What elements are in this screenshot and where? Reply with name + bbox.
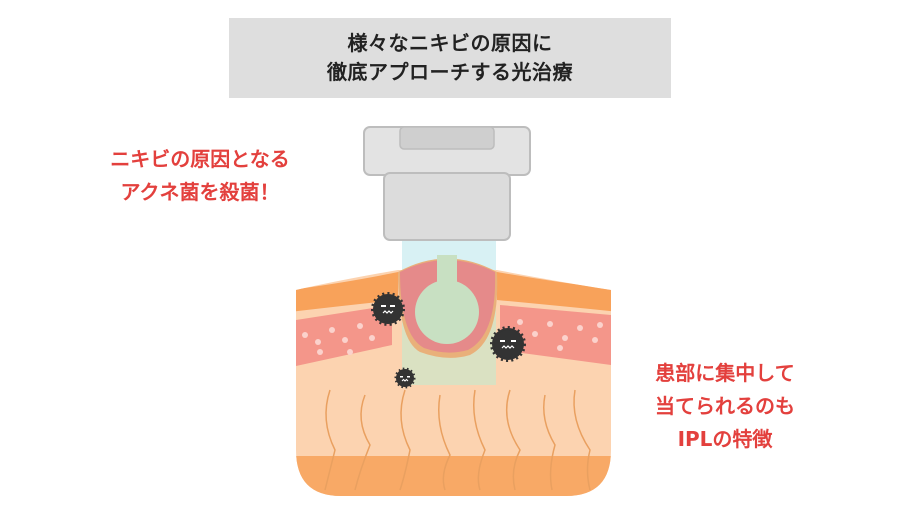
ipl-handpiece — [363, 126, 531, 241]
dermis-right — [500, 305, 611, 365]
note-left-line-2: アクネ菌を殺菌！ — [120, 180, 280, 204]
acne-bacteria-note: ニキビの原因となる アクネ菌を殺菌！ — [70, 143, 330, 209]
bacteria-icon — [394, 367, 416, 389]
hair-lines — [324, 389, 591, 491]
note-right-line-1: 患部に集中して — [655, 361, 795, 385]
fat-layer — [296, 456, 611, 496]
bacteria-icon — [490, 326, 526, 362]
acne-bacteria — [371, 292, 526, 389]
pimple — [398, 255, 498, 358]
note-left-line-1: ニキビの原因となる — [110, 147, 290, 171]
bacteria-icon — [371, 292, 405, 326]
note-right-line-2: 当てられるのも — [655, 394, 795, 418]
ipl-feature-note: 患部に集中して 当てられるのも IPLの特徴 — [615, 357, 835, 456]
title-line-1: 様々なニキビの原因に — [347, 31, 553, 55]
title-line-2: 徹底アプローチする光治療 — [327, 60, 573, 84]
note-right-line-3: IPLの特徴 — [677, 427, 773, 451]
title-box: 様々なニキビの原因に 徹底アプローチする光治療 — [229, 18, 671, 98]
